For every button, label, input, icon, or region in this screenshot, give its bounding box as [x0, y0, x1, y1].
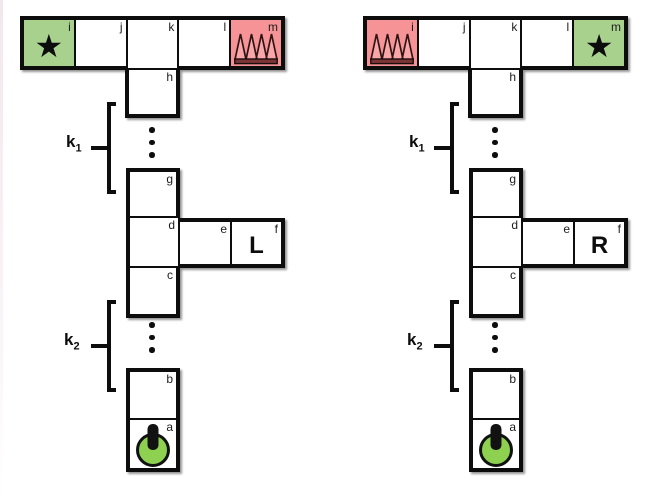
cell-a-start: a — [130, 420, 176, 467]
k2-bracket — [91, 300, 116, 392]
k2-label: k2 — [407, 330, 423, 353]
cell-d: d — [126, 218, 180, 268]
cell-label-f: f — [274, 222, 278, 236]
cell-j: j — [73, 20, 126, 70]
cell-label-e: e — [220, 222, 227, 236]
start-column: b a — [126, 368, 180, 472]
star-icon: ★ — [584, 27, 614, 64]
star-icon: ★ — [34, 27, 64, 64]
cell-m-goal: ★ m — [572, 20, 624, 70]
cell-label-c: c — [167, 268, 173, 282]
cell-label-d: d — [168, 218, 175, 232]
cell-i-hazard: i — [367, 20, 417, 70]
k1-bracket — [91, 102, 116, 194]
cell-h: h — [468, 70, 523, 118]
k1-bracket — [434, 102, 459, 194]
cell-k: k — [468, 20, 521, 70]
spikes-icon — [369, 33, 414, 65]
cell-j: j — [416, 20, 469, 70]
ellipsis-dots-lower — [492, 322, 498, 360]
cell-h: h — [125, 70, 180, 118]
k1-label: k1 — [409, 132, 425, 155]
cell-a-start: a — [473, 420, 519, 467]
cell-l: l — [520, 20, 573, 70]
top-corridor: ★ i j k l m — [20, 16, 285, 70]
cell-e: e — [180, 218, 232, 268]
cell-label-h: h — [166, 70, 173, 84]
cell-label-k: k — [511, 20, 518, 34]
cell-label-b: b — [509, 372, 516, 386]
cell-label-h: h — [509, 70, 516, 84]
cell-label-i: i — [411, 20, 414, 34]
cell-b: b — [130, 372, 176, 420]
cell-m-hazard: m — [229, 20, 281, 70]
cell-f: R f — [575, 218, 628, 268]
left-top-shape: ★ i j k l m — [0, 0, 317, 499]
cell-label-b: b — [166, 372, 173, 386]
cell-label-i: i — [68, 20, 71, 34]
cell-label-l: l — [566, 20, 570, 34]
cell-label-c: c — [510, 268, 516, 282]
right-maze: i j k l ★ m h — [343, 0, 660, 499]
agent-icon — [479, 424, 513, 467]
cell-g: g — [126, 168, 180, 218]
right-middle-shape: g d e R f c — [343, 0, 660, 499]
left-maze: ★ i j k l m — [0, 0, 317, 499]
cell-e: e — [523, 218, 575, 268]
cell-label-j: j — [462, 20, 466, 34]
ellipsis-dots-upper — [492, 127, 498, 165]
cell-c: c — [469, 268, 523, 318]
cell-label-m: m — [610, 20, 621, 34]
right-top-shape: i j k l ★ m h — [343, 0, 660, 499]
cell-label-j: j — [119, 20, 123, 34]
left-middle-shape: g d e L f c — [0, 0, 317, 499]
cell-b: b — [473, 372, 519, 420]
k1-label: k1 — [66, 132, 82, 155]
ellipsis-dots-lower — [149, 322, 155, 360]
start-column: b a — [469, 368, 523, 472]
cell-label-d: d — [511, 218, 518, 232]
cell-k: k — [125, 20, 178, 70]
k2-bracket — [434, 300, 459, 392]
corridor-letter: R — [590, 232, 609, 259]
spikes-icon — [234, 33, 279, 65]
cell-label-f: f — [617, 222, 621, 236]
cell-label-e: e — [563, 222, 570, 236]
cell-label-a: a — [166, 420, 173, 434]
cell-g: g — [469, 168, 523, 218]
cell-l: l — [177, 20, 230, 70]
left-edge-stripe — [0, 0, 3, 499]
top-corridor: i j k l ★ m — [363, 16, 628, 70]
cell-label-m: m — [267, 20, 278, 34]
left-bottom-shape: b a — [0, 0, 317, 499]
agent-icon — [136, 424, 170, 467]
cell-label-k: k — [168, 20, 175, 34]
k2-label: k2 — [64, 330, 80, 353]
cell-f: L f — [232, 218, 285, 268]
cell-label-l: l — [223, 20, 227, 34]
cell-d: d — [469, 218, 523, 268]
cell-label-g: g — [166, 172, 173, 186]
right-bottom-shape: b a — [343, 0, 660, 499]
cell-i-goal: ★ i — [24, 20, 74, 70]
cell-label-g: g — [509, 172, 516, 186]
ellipsis-dots-upper — [149, 127, 155, 165]
cell-label-a: a — [509, 420, 516, 434]
corridor-letter: L — [249, 232, 264, 259]
cell-c: c — [126, 268, 180, 318]
